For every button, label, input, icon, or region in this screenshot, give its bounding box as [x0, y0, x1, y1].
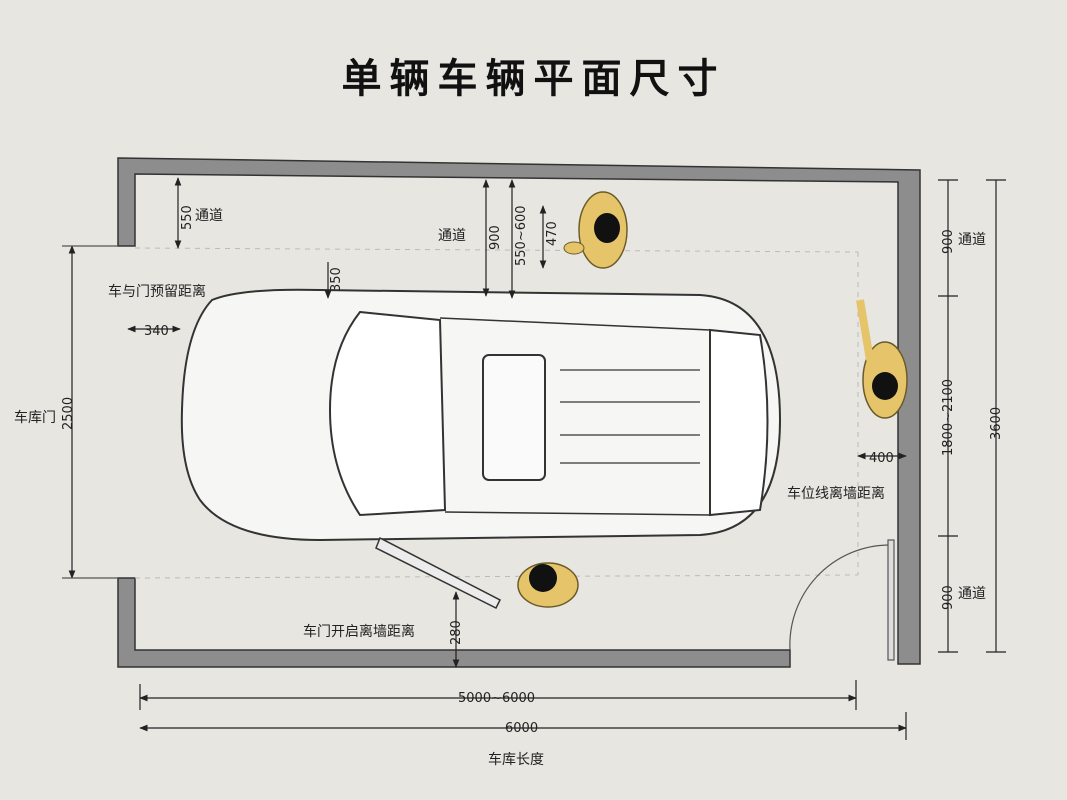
- dim-280: 280: [449, 620, 464, 645]
- car-roof-lines: [560, 369, 700, 464]
- label-car-line-wall: 车位线离墙距离: [787, 485, 885, 502]
- car-rear-window: [709, 328, 769, 517]
- dim-550-600: 550~600: [514, 205, 529, 266]
- text-labels: 通道 通道 车与门预留距离 车库门 车门开启离墙距离 车位线离墙距离 通道 通道…: [14, 208, 986, 768]
- dim-5000-6000: 5000~6000: [458, 691, 535, 706]
- dim-900-right-top: 900: [941, 229, 956, 254]
- door-swing: [789, 539, 895, 661]
- label-garage-length: 车库长度: [488, 751, 544, 768]
- car-sunroof: [482, 354, 546, 481]
- label-passage-right-bottom: 通道: [958, 586, 986, 602]
- dim-3600: 3600: [989, 407, 1004, 440]
- car-open-door: [375, 536, 502, 610]
- dim-900-right-bottom: 900: [941, 585, 956, 610]
- dimension-lines: [62, 177, 1006, 740]
- dim-2500: 2500: [61, 397, 76, 430]
- dim-350: 350: [329, 267, 344, 292]
- label-passage-left: 通道: [195, 208, 223, 224]
- dim-340: 340: [144, 324, 169, 339]
- label-door-open-wall: 车门开启离墙距离: [303, 623, 415, 640]
- car-body: [180, 288, 782, 542]
- dimension-values: 550 350 340 900 550~600 470 2500 280 400…: [61, 205, 1004, 736]
- label-passage-right-top: 通道: [958, 232, 986, 248]
- label-passage-center: 通道: [438, 228, 466, 244]
- page-title: 单辆车辆平面尺寸: [341, 56, 726, 102]
- dim-550: 550: [180, 205, 195, 230]
- dim-6000: 6000: [505, 721, 538, 736]
- label-car-door-reserve: 车与门预留距离: [108, 283, 206, 300]
- dim-470: 470: [545, 221, 560, 246]
- car-top-view: [180, 288, 782, 610]
- dim-1800-2100: 1800~2100: [941, 379, 956, 456]
- dim-900-center: 900: [488, 225, 503, 250]
- dim-400: 400: [869, 451, 894, 466]
- label-garage-door: 车库门: [14, 409, 56, 426]
- person-top: [563, 191, 628, 269]
- wall-top-left: [117, 157, 921, 665]
- person-bottom: [517, 562, 579, 608]
- person-right: [856, 299, 908, 419]
- car-windshield: [328, 310, 447, 517]
